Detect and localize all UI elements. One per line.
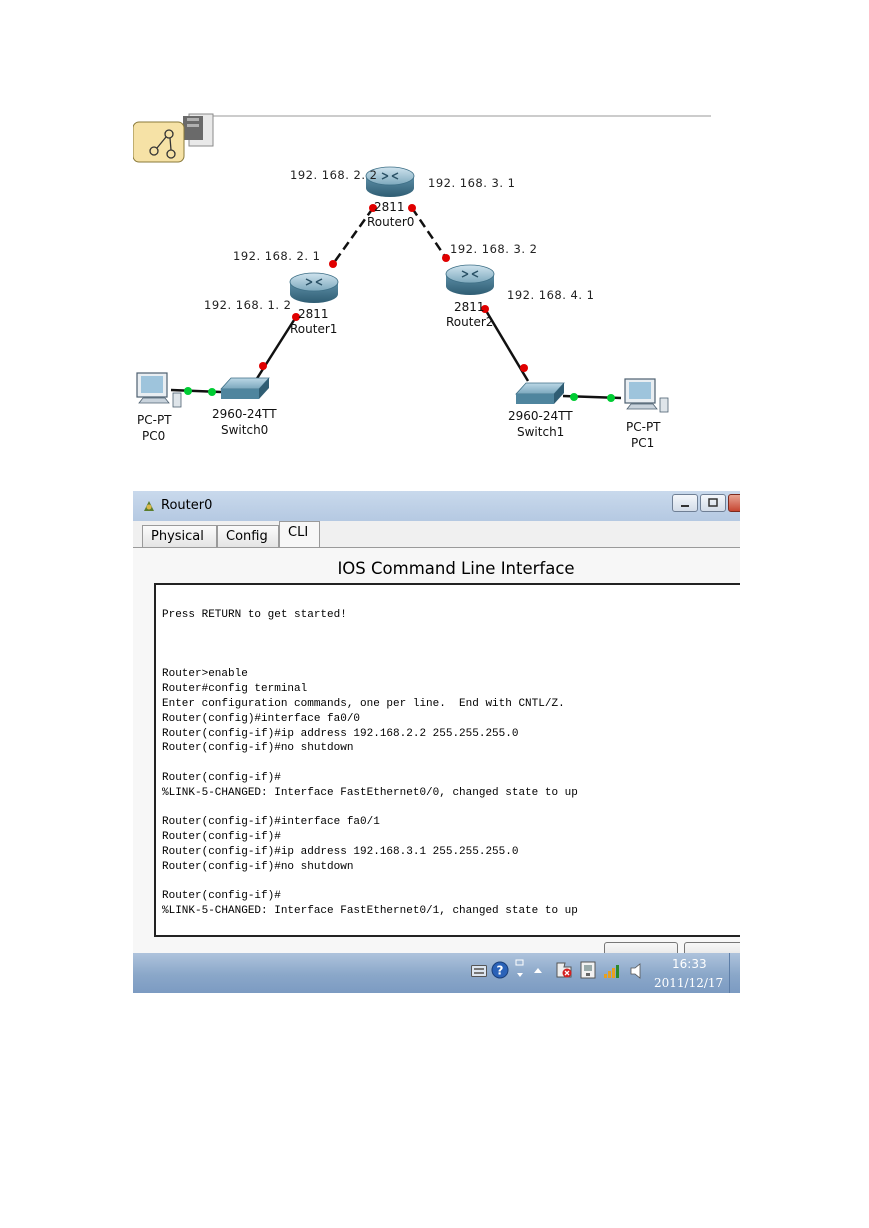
switch0-model-label: 2960-24TT bbox=[212, 407, 277, 421]
pc0-model-label: PC-PT bbox=[137, 413, 172, 427]
minimize-icon bbox=[681, 505, 689, 507]
console-line: Router(config-if)#no shutdown bbox=[162, 742, 354, 754]
ip-label-router0-right: 192. 168. 3. 1 bbox=[428, 176, 516, 190]
action-center-icon[interactable] bbox=[555, 961, 573, 979]
network-topology: 2811 Router0 2811 Router1 2811 Router2 2… bbox=[133, 110, 711, 460]
clock-time[interactable]: 16:33 bbox=[672, 957, 707, 971]
ip-label-router2-bottom: 192. 168. 4. 1 bbox=[507, 288, 595, 302]
console-line: Router(config-if)# bbox=[162, 890, 281, 902]
console-line: Router(config-if)# bbox=[162, 772, 281, 784]
tab-config-label: Config bbox=[226, 529, 268, 544]
console-line: Press RETURN to get started! bbox=[162, 609, 347, 621]
router1-icon[interactable] bbox=[289, 272, 339, 303]
router0-name-label: Router0 bbox=[367, 215, 415, 229]
ip-label-router1-top: 192. 168. 2. 1 bbox=[233, 249, 321, 263]
pc1-model-label: PC-PT bbox=[626, 420, 661, 434]
tray-expand-icon[interactable] bbox=[533, 965, 543, 975]
router2-model-label: 2811 bbox=[454, 300, 485, 314]
switch1-icon[interactable] bbox=[515, 382, 565, 404]
windows-taskbar: ? bbox=[133, 953, 740, 993]
switch0-name-label: Switch0 bbox=[221, 423, 269, 437]
tab-config[interactable]: Config bbox=[217, 525, 279, 547]
maximize-icon bbox=[708, 498, 718, 507]
console-line: Router(config-if)#ip address 192.168.2.2… bbox=[162, 728, 519, 740]
console-line: Router>enable bbox=[162, 668, 248, 680]
switch0-icon[interactable] bbox=[220, 377, 270, 399]
window-titlebar[interactable]: Router0 bbox=[133, 491, 740, 521]
network-icon[interactable] bbox=[580, 961, 596, 979]
console-line: Router(config-if)#ip address 192.168.3.1… bbox=[162, 846, 519, 858]
console-line: Router(config-if)# bbox=[162, 831, 281, 843]
console-line: Enter configuration commands, one per li… bbox=[162, 698, 565, 710]
router0-model-label: 2811 bbox=[374, 200, 405, 214]
console-line: %LINK-5-CHANGED: Interface FastEthernet0… bbox=[162, 787, 578, 799]
router0-icon[interactable] bbox=[365, 166, 415, 197]
console-line: Router#config terminal bbox=[162, 683, 308, 695]
close-button[interactable] bbox=[728, 494, 740, 512]
clock-date[interactable]: 2011/12/17 bbox=[654, 976, 724, 990]
tab-physical-label: Physical bbox=[151, 529, 204, 544]
link-router0-router2 bbox=[410, 207, 448, 259]
packet-tracer-app-icon bbox=[144, 501, 154, 511]
topology-canvas bbox=[133, 113, 711, 413]
tab-divider bbox=[133, 547, 740, 548]
console-line: %LINK-5-CHANGED: Interface FastEthernet0… bbox=[162, 905, 578, 917]
cli-heading: IOS Command Line Interface bbox=[337, 559, 575, 578]
minimize-button[interactable] bbox=[672, 494, 698, 512]
console-line: Router(config-if)#interface fa0/1 bbox=[162, 816, 380, 828]
tab-cli-label: CLI bbox=[288, 525, 309, 540]
router1-name-label: Router1 bbox=[290, 322, 338, 336]
show-hidden-icons[interactable] bbox=[515, 959, 525, 981]
router2-name-label: Router2 bbox=[446, 315, 494, 329]
switch1-model-label: 2960-24TT bbox=[508, 409, 573, 423]
help-icon[interactable]: ? bbox=[491, 961, 509, 979]
keyboard-icon[interactable] bbox=[471, 965, 487, 977]
ip-label-router0-left: 192. 168. 2. 2 bbox=[290, 168, 378, 182]
logical-view-icon[interactable] bbox=[133, 121, 185, 163]
ip-label-router1-bottom: 192. 168. 1. 2 bbox=[204, 298, 292, 312]
tab-physical[interactable]: Physical bbox=[142, 525, 217, 547]
toolbar-fragment bbox=[183, 113, 711, 147]
ip-label-router2-top: 192. 168. 3. 2 bbox=[450, 242, 538, 256]
svg-text:?: ? bbox=[497, 964, 504, 978]
pc1-icon[interactable] bbox=[624, 378, 669, 413]
link-status-dots bbox=[184, 204, 615, 402]
tab-cli[interactable]: CLI bbox=[279, 521, 320, 548]
show-desktop-divider bbox=[729, 953, 730, 993]
window-title: Router0 bbox=[161, 498, 213, 513]
switch1-name-label: Switch1 bbox=[517, 425, 565, 439]
router2-icon[interactable] bbox=[445, 264, 495, 295]
router1-model-label: 2811 bbox=[298, 307, 329, 321]
maximize-button[interactable] bbox=[700, 494, 726, 512]
volume-icon[interactable] bbox=[630, 963, 644, 979]
pc0-icon[interactable] bbox=[136, 372, 182, 408]
pc1-name-label: PC1 bbox=[631, 436, 655, 450]
cli-console[interactable]: Press RETURN to get started! Router>enab… bbox=[154, 583, 740, 937]
console-line: Router(config-if)#no shutdown bbox=[162, 861, 354, 873]
signal-icon[interactable] bbox=[603, 963, 623, 979]
router0-cli-window: Router0 Physical Config CLI IOS Command … bbox=[133, 491, 740, 993]
pc0-name-label: PC0 bbox=[142, 429, 166, 443]
link-router0-router1 bbox=[331, 207, 375, 265]
console-line: Router(config)#interface fa0/0 bbox=[162, 713, 361, 725]
